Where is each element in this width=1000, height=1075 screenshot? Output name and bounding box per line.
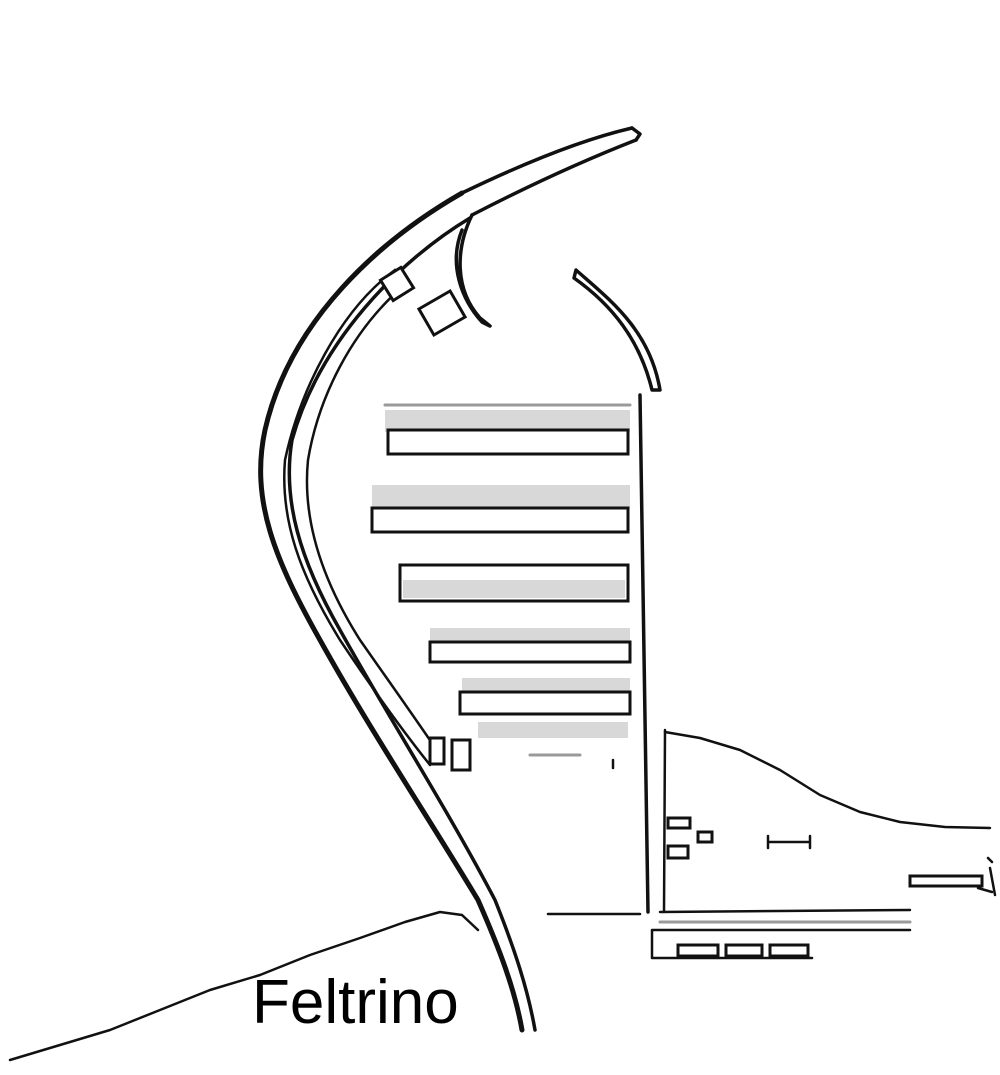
coastline-east [663,730,992,830]
breakwater-outer-edge [258,190,525,1033]
breakwater-arm-tip [630,126,642,142]
east-building-3 [666,844,690,860]
south-quay-outline [650,928,912,960]
pier-2-shade [372,485,630,509]
quay-wall-inner [662,728,667,914]
coastline-west [8,910,480,1062]
piers [370,410,632,738]
pier-1 [386,428,630,456]
east-building-4 [766,834,812,850]
south-block-2 [724,943,764,958]
pier-5-shade [462,678,630,692]
base-building-1 [428,736,446,766]
harbor-building-north [416,288,468,338]
east-mole [572,268,662,392]
breakwater-road-right [305,280,442,757]
pier-5 [458,690,632,716]
east-marks [976,856,994,894]
coastline-east-lower [988,866,997,897]
pier-4-shade [430,628,630,642]
pier-3-shade [403,580,625,598]
harbor-building-arm [378,265,416,303]
quay-wall [638,393,650,914]
south-road-mid [658,908,912,914]
breakwater-inner-edge [287,216,537,1032]
pier-1-shade [385,410,630,432]
breakwater-hook [454,213,492,328]
pier-4 [428,640,632,664]
east-building-5 [908,874,984,888]
east-building-2 [696,830,714,844]
pier-6-shade [478,722,628,738]
breakwater-arm-bottom [470,138,638,217]
east-building-1 [666,816,692,830]
south-block-3 [768,943,810,958]
breakwater-road-left [283,268,432,767]
pier-2 [370,506,630,534]
place-label: Feltrino [252,968,459,1037]
south-block-1 [676,943,720,958]
breakwater-arm-top [460,126,634,195]
base-building-2 [450,738,472,772]
